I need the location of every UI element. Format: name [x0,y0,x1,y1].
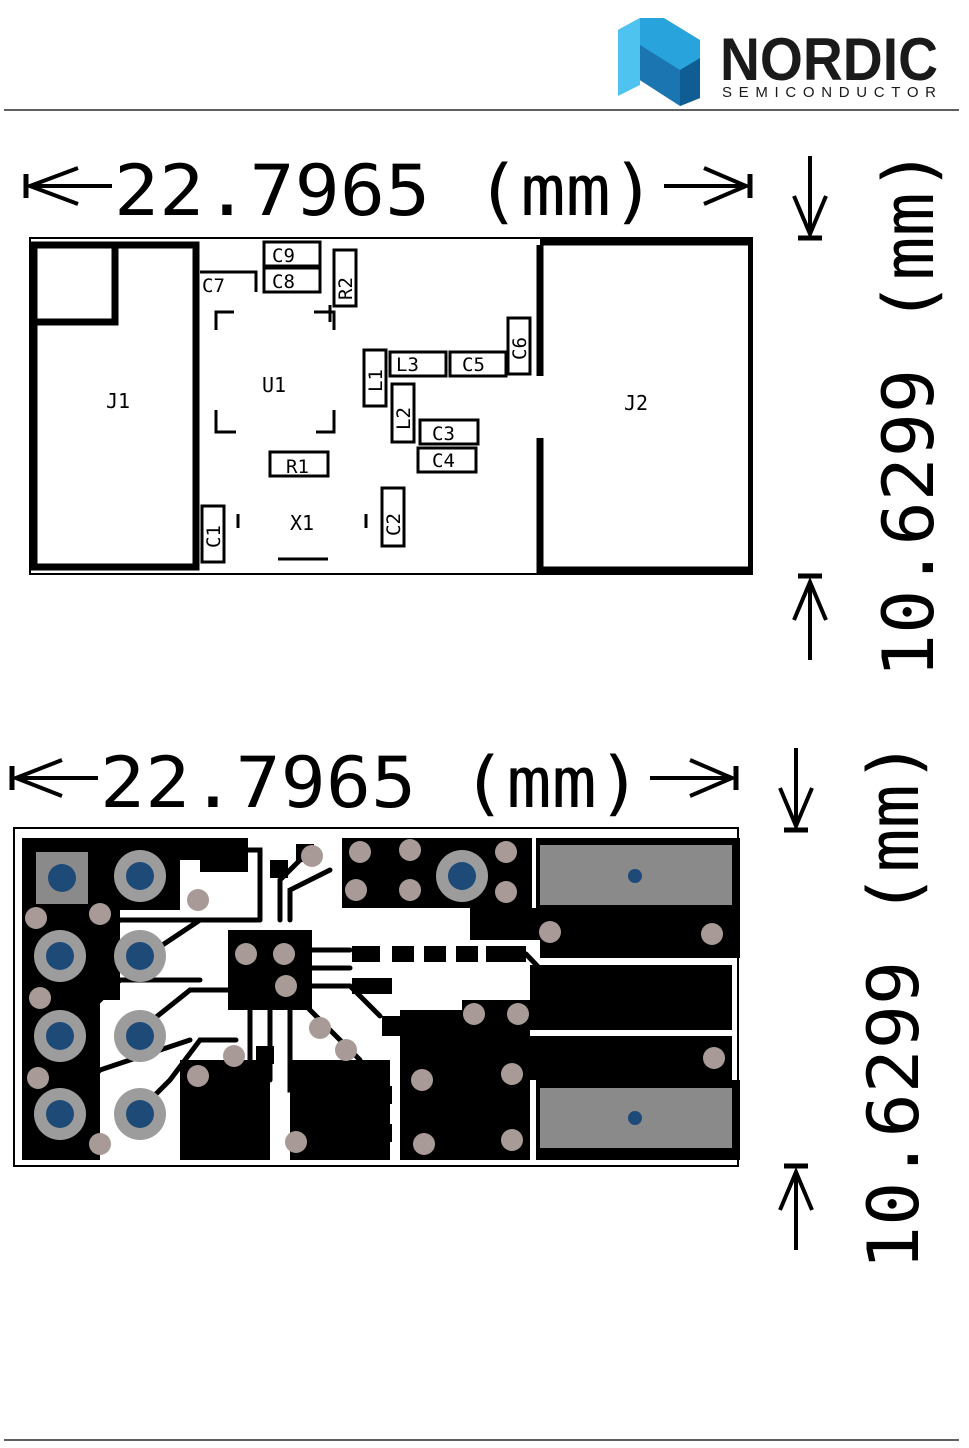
x1-label: X1 [290,511,314,535]
c5-footprint: C5 [448,350,508,378]
l2-label: L2 [393,407,415,430]
c8-label: C8 [272,271,295,293]
c2-footprint: C2 [380,486,406,548]
c6-label: C6 [509,337,531,360]
u1-footprint: U1 [214,305,336,434]
bottom-height-text: 10.6299 (mm) [853,740,935,1270]
smd-pads [540,845,732,1148]
c4-label: C4 [432,450,455,472]
j1-footprint: J1 [30,241,200,571]
l1-footprint: L1 [362,348,388,408]
c7-footprint: C7 [200,270,258,297]
c5-label: C5 [462,354,485,376]
c1-label: C1 [203,525,225,548]
c6-footprint: C6 [506,316,532,376]
nordic-logo-icon [618,18,700,106]
vias [25,839,725,1155]
bottom-height-dimension: 10.6299 (mm) [778,740,935,1270]
brand-name: NORDIC [720,26,938,93]
r2-label: R2 [335,277,357,300]
c1-footprint: C1 [200,504,226,564]
r1-label: R1 [286,456,309,478]
j1-label: J1 [106,389,130,413]
c7-label: C7 [202,275,225,297]
c9-footprint: C9 [262,240,322,268]
c9-label: C9 [272,245,295,267]
c4-footprint: C4 [416,446,478,474]
top-view: 22.7965 (mm) 10.6299 (mm) J1 [23,148,950,678]
j2-label: J2 [624,391,648,415]
l3-footprint: L3 [388,350,448,378]
c8-footprint: C8 [262,266,322,294]
brand-sub: SEMICONDUCTOR [722,84,936,101]
l2-footprint: L2 [390,382,416,444]
j2-footprint: J2 [536,238,752,574]
u1-label: U1 [262,373,286,397]
header: NORDIC SEMICONDUCTOR [4,18,959,111]
x1-footprint: X1 [236,511,368,561]
l1-label: L1 [365,369,387,392]
bottom-view: 22.7965 (mm) 10.6299 (mm) [9,740,935,1270]
bottom-width-text: 22.7965 (mm) [100,742,642,824]
l3-label: L3 [396,354,419,376]
c2-label: C2 [383,513,405,536]
c3-footprint: C3 [418,418,480,446]
c3-label: C3 [432,423,455,445]
through-hole-pads [34,850,488,1140]
r1-footprint: R1 [268,450,330,478]
bottom-width-dimension: 22.7965 (mm) [9,742,739,824]
r2-footprint: R2 [332,248,358,308]
top-width-dimension: 22.7965 (mm) [23,150,753,232]
top-width-text: 22.7965 (mm) [114,150,656,232]
top-height-dimension: 10.6299 (mm) [792,148,950,678]
top-height-text: 10.6299 (mm) [868,148,950,678]
